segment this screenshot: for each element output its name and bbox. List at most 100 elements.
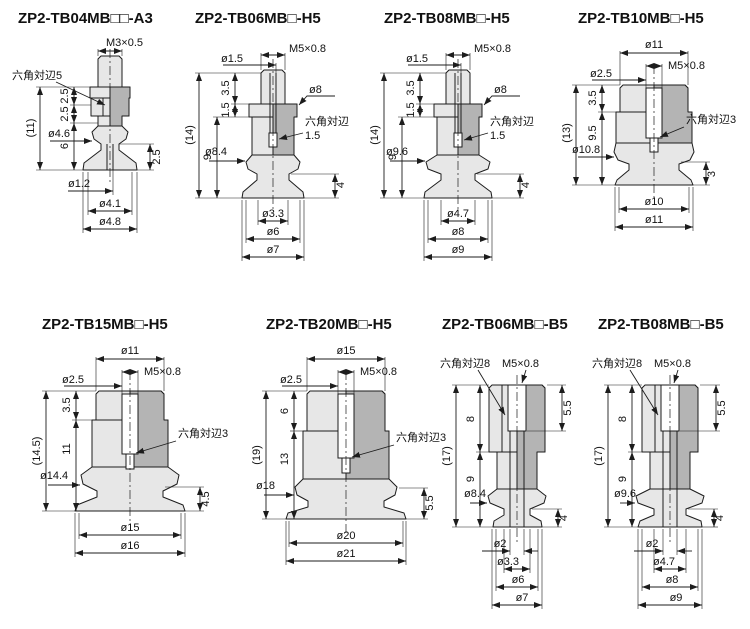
drawing-tb06-h5: ZP2-TB06MB□-H5 M5×0.8 ø1.5: [184, 10, 377, 269]
dim-label: ø4.7: [653, 556, 675, 568]
drawing-tb20-h5: ZP2-TB20MB□-H5 ø15 M5×0.8 ø2.5: [240, 316, 465, 607]
dim-label: 3.5: [220, 80, 232, 95]
dim-label: ø16: [121, 540, 140, 552]
dim-label: ø11: [121, 345, 139, 357]
dim-label: ø11: [645, 214, 663, 226]
hex-label: 六角対辺: [490, 114, 534, 128]
hex-label: 六角対辺8: [440, 356, 490, 370]
dim-label: (11): [25, 119, 37, 138]
drawing-title: ZP2-TB08MB□-B5: [598, 316, 724, 333]
dimension-lines: ø11 M5×0.8 ø2.5 3.5 9.5 (13) 六角対辺3 ø10.8: [561, 39, 736, 231]
hex-label: 六角対辺: [305, 114, 349, 128]
dim-label: ø2: [646, 538, 659, 550]
dim-label: ø2.5: [62, 374, 84, 386]
dim-label: (14): [184, 125, 196, 145]
dim-label: ø14.4: [40, 470, 68, 482]
dim-label: ø3.3: [497, 556, 519, 568]
cup-profile: [613, 65, 695, 199]
dim-label: 6: [279, 408, 291, 414]
dim-label: ø15: [121, 522, 140, 534]
dim-label: ø11: [645, 39, 663, 51]
dim-label: 2.5: [151, 149, 163, 164]
dim-label: ø4.1: [99, 198, 121, 210]
dimension-lines: M5×0.8 ø1.5 3.5 1.5 9 (14) ø8 六角対辺 1.: [369, 43, 534, 261]
dim-label: ø9: [670, 592, 683, 604]
hex-label: 1.5: [490, 130, 505, 142]
dim-label: (14.5): [31, 437, 43, 466]
thread-label: M5×0.8: [144, 366, 181, 378]
dim-label: 4.5: [200, 491, 212, 506]
technical-drawing-tb08b5: 六角対辺8 M5×0.8 5.5 8 9 (17) ø9.6: [592, 356, 728, 609]
hex-label: 1.5: [305, 130, 320, 142]
drawing-title: ZP2-TB06MB□-H5: [195, 10, 321, 27]
dim-label: 4: [335, 182, 347, 188]
thread-label: M5×0.8: [668, 60, 705, 72]
thread-label: M5×0.8: [502, 358, 539, 370]
thread-label: M5×0.8: [360, 366, 397, 378]
dim-label: 3.5: [587, 90, 599, 105]
dim-label: ø10.8: [572, 144, 600, 156]
hex-label: 六角対辺8: [592, 356, 642, 370]
technical-drawing-tb06b5: 六角対辺8 M5×0.8 5.5 8 9 (17) ø8.4: [440, 356, 574, 609]
dimension-lines: M5×0.8 ø1.5 3.5 1.5 9 (14) ø8 六角対辺 1.: [184, 43, 349, 261]
dim-label: ø9.6: [386, 146, 408, 158]
hex-label: 六角対辺3: [396, 430, 446, 444]
dim-label: ø1.5: [406, 53, 428, 65]
drawing-title: ZP2-TB04MB□□-A3: [18, 10, 153, 27]
thread-label: M5×0.8: [474, 43, 511, 55]
dim-label: ø3.3: [262, 208, 284, 220]
dim-label: 5.5: [562, 400, 574, 415]
drawing-tb08-h5: ZP2-TB08MB□-H5 M5×0.8 ø1.5: [368, 10, 565, 269]
dim-label: 2.5: [59, 88, 71, 103]
dim-label: ø15: [337, 345, 356, 357]
drawing-tb06-b5: ZP2-TB06MB□-B5 六角対辺8 M5×0.8: [438, 316, 596, 615]
technical-drawing-tb20h5: ø15 M5×0.8 ø2.5 6 13 (19) 六角対辺3 ø18: [251, 345, 446, 565]
drawing-tb04-a3: ZP2-TB04MB□□-A3 M3×0.5 六角対辺5: [10, 10, 185, 247]
dim-label: ø8: [452, 226, 465, 238]
dim-label: 3: [706, 171, 718, 177]
dimension-lines: ø15 M5×0.8 ø2.5 6 13 (19) 六角対辺3 ø18: [251, 345, 446, 565]
drawing-tb08-b5: ZP2-TB08MB□-B5 六角対辺8 M5×0.8: [592, 316, 750, 615]
dim-label: 9: [387, 154, 399, 160]
dim-label: (13): [561, 123, 573, 143]
technical-drawing-tb08h5: M5×0.8 ø1.5 3.5 1.5 9 (14) ø8 六角対辺 1.: [369, 43, 534, 261]
dim-label: 6: [59, 143, 71, 149]
cup-profile: [82, 49, 138, 185]
dim-label: ø1.2: [68, 178, 90, 190]
dimension-lines: ø11 M5×0.8 ø2.5 3.5 11 (14.5) 六角対辺3 ø14.…: [31, 345, 228, 557]
technical-drawing-tb04: M3×0.5 六角対辺5 2.5 2.5 6 (11) ø4.6: [12, 37, 163, 233]
drawing-title: ZP2-TB20MB□-H5: [266, 316, 392, 333]
dim-label: 11: [61, 443, 73, 454]
hex-label: 六角対辺3: [178, 426, 228, 440]
dim-label: 4: [520, 182, 532, 188]
dim-label: ø4.8: [99, 216, 121, 228]
dim-label: ø9: [452, 244, 465, 256]
dim-label: 4: [558, 515, 570, 521]
drawing-title: ZP2-TB10MB□-H5: [578, 10, 704, 27]
dim-label: ø8.4: [464, 488, 486, 500]
dim-label: ø6: [267, 226, 280, 238]
dim-label: 8: [617, 416, 629, 422]
dim-label: 5.5: [716, 400, 728, 415]
dim-label: ø4.6: [48, 128, 70, 140]
dim-label: 2.5: [59, 106, 71, 121]
drawing-title: ZP2-TB15MB□-H5: [42, 316, 168, 333]
dim-label: ø1.5: [221, 53, 243, 65]
dim-label: ø2.5: [280, 374, 302, 386]
cup-profile: [241, 59, 305, 211]
cup-profile: [285, 371, 407, 533]
hex-label: 六角対辺5: [12, 68, 62, 82]
thread-label: M5×0.8: [289, 43, 326, 55]
technical-drawing-tb10h5: ø11 M5×0.8 ø2.5 3.5 9.5 (13) 六角対辺3 ø10.8: [561, 39, 736, 231]
dim-label: ø7: [267, 244, 280, 256]
dim-label: 9: [465, 476, 477, 482]
dim-label: 9.5: [587, 125, 599, 140]
dim-label: 9: [202, 154, 214, 160]
dim-label: ø20: [337, 530, 356, 542]
dim-label: ø8.4: [205, 146, 227, 158]
dim-label: ø18: [256, 480, 275, 492]
hex-label: 六角対辺3: [686, 112, 736, 126]
drawing-title: ZP2-TB08MB□-H5: [384, 10, 510, 27]
dim-label: ø6: [512, 574, 525, 586]
dim-label: ø8: [666, 574, 679, 586]
